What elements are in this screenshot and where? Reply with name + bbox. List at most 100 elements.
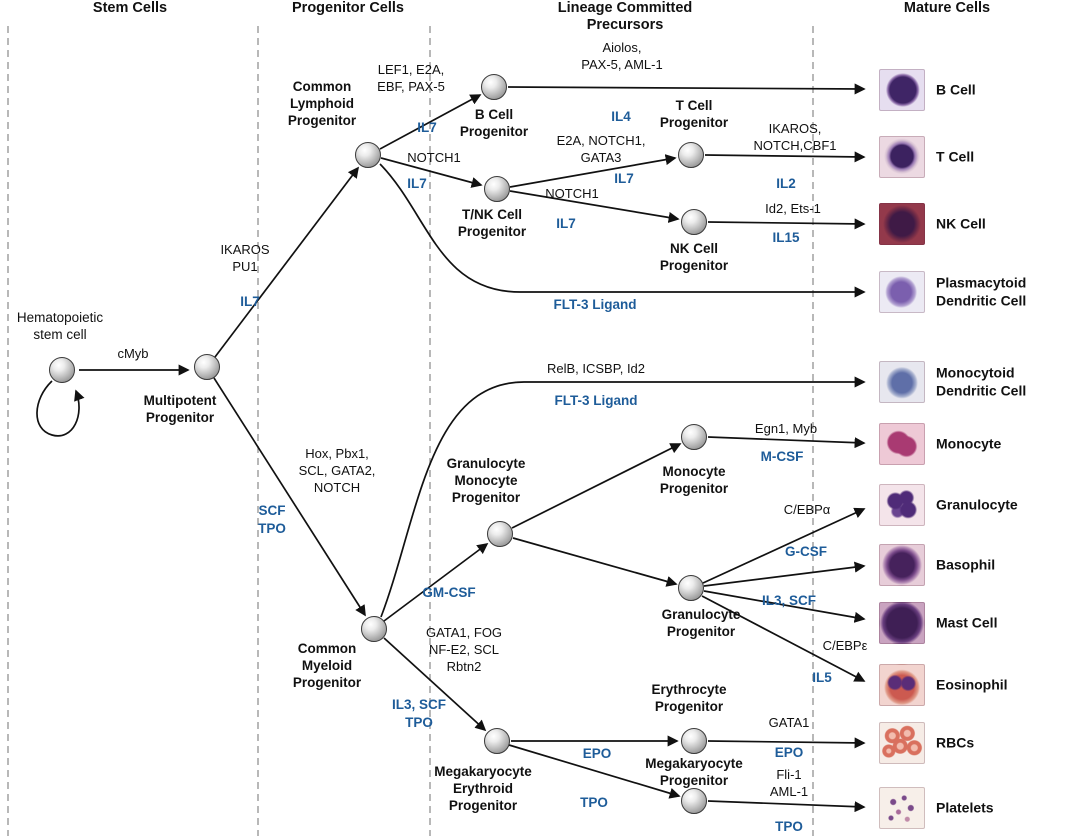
column-header-stem-cells: Stem Cells: [92, 0, 168, 16]
cytokine-label-il7-tnk-tcp: IL7: [614, 171, 634, 186]
node-label-common-myeloid-progenitor: Common Myeloid Progenitor: [292, 641, 362, 691]
node-common-lymphoid-progenitor: [355, 142, 381, 168]
tf-label-lef1-e2a-ebf-pax5: LEF1, E2A, EBF, PAX-5: [377, 62, 445, 95]
arrow-cmp-to-monocytoid-dc: [380, 376, 866, 618]
mature-label-b-cell: B Cell: [936, 81, 976, 98]
node-label-megakaryocyte-erythroid-progenitor: Megakaryocyte Erythroid Progenitor: [434, 764, 532, 814]
arrow-cmp-to-mep: [383, 637, 487, 732]
node-label-t-cell-progenitor: T Cell Progenitor: [659, 98, 729, 131]
node-megakaryocyte-progenitor: [681, 788, 707, 814]
cytokine-label-scf-tpo: SCF TPO: [258, 503, 286, 536]
mature-label-plasmacytoid-dendritic-cell: Plasmacytoid Dendritic Cell: [936, 274, 1027, 309]
cytokine-label-tpo-platelets: TPO: [775, 819, 803, 834]
mature-image-mast-cell: [879, 602, 925, 644]
node-hematopoietic-stem-cell: [49, 357, 75, 383]
mature-label-platelets: Platelets: [936, 799, 994, 816]
tf-label-notch1-tnk: NOTCH1: [407, 150, 461, 165]
tf-label-egn1-myb: Egn1, Myb: [754, 421, 818, 436]
mature-image-t-cell: [879, 136, 925, 178]
node-label-multipotent-progenitor: Multipotent Progenitor: [143, 393, 217, 426]
cytokine-label-il3-scf: IL3, SCF: [761, 593, 817, 608]
arrow-monocyte-progenitor-to-monocyte: [707, 436, 866, 449]
arrow-granulocyte-progenitor-to-eosinophil: [701, 595, 866, 682]
cytokine-label-m-csf: M-CSF: [760, 449, 804, 464]
mature-label-monocyte: Monocyte: [936, 435, 1002, 452]
cytokine-label-il4: IL4: [611, 109, 631, 124]
cytokine-label-epo-rbc: EPO: [774, 745, 804, 760]
mature-label-granulocyte: Granulocyte: [936, 496, 1018, 513]
mature-image-monocyte: [879, 423, 925, 465]
mature-image-plasmacytoid-dendritic-cell: [879, 271, 925, 313]
cytokine-label-flt3-ligand-mdc: FLT-3 Ligand: [554, 393, 638, 408]
node-label-megakaryocyte-progenitor: Megakaryocyte Progenitor: [645, 756, 743, 789]
node-label-hematopoietic-stem-cell: Hematopoietic stem cell: [16, 310, 104, 343]
node-granulocyte-progenitor: [678, 575, 704, 601]
node-nk-cell-progenitor: [681, 209, 707, 235]
tf-label-hox-pbx1-scl-gata2-notch: Hox, Pbx1, SCL, GATA2, NOTCH: [298, 446, 376, 496]
mature-label-t-cell: T Cell: [936, 148, 975, 165]
node-granulocyte-monocyte-progenitor: [487, 521, 513, 547]
mature-label-monocytoid-dendritic-cell: Monocytoid Dendritic Cell: [936, 364, 1027, 399]
node-label-nk-cell-progenitor: NK Cell Progenitor: [659, 241, 729, 274]
cytokine-label-il7-mpp-clp: IL7: [240, 294, 260, 309]
node-label-b-cell-progenitor: B Cell Progenitor: [459, 107, 529, 140]
tf-label-cmyb: cMyb: [117, 346, 149, 361]
column-header-progenitor-cells: Progenitor Cells: [292, 0, 404, 16]
arrow-nkp-to-nkcell: [707, 218, 866, 230]
tf-label-cebp-alpha: C/EBPα: [783, 502, 831, 517]
arrow-hsc-self-renewal: [36, 380, 85, 437]
cytokine-label-il3-scf-tpo: IL3, SCF TPO: [391, 697, 447, 730]
arrow-erythrocyte-progenitor-to-rbcs: [707, 737, 866, 749]
mature-label-nk-cell: NK Cell: [936, 215, 986, 232]
cytokine-label-il7-clp-tnk: IL7: [407, 176, 427, 191]
tf-label-aiolos-pax5-aml1: Aiolos, PAX-5, AML-1: [581, 40, 663, 73]
mature-label-mast-cell: Mast Cell: [936, 614, 998, 631]
arrow-granulocyte-progenitor-to-granulocyte: [702, 507, 866, 584]
arrow-mpp-to-cmp: [213, 377, 366, 617]
node-erythrocyte-progenitor: [681, 728, 707, 754]
arrow-granulocyte-progenitor-to-basophil: [703, 561, 866, 587]
node-megakaryocyte-erythroid-progenitor: [484, 728, 510, 754]
mature-label-eosinophil: Eosinophil: [936, 676, 1008, 693]
node-t-nk-cell-progenitor: [484, 176, 510, 202]
cytokine-label-tpo-mep-mkp: TPO: [580, 795, 608, 810]
arrow-granulocyte-progenitor-to-mast-cell: [703, 590, 866, 623]
cytokine-label-gm-csf: GM-CSF: [422, 585, 476, 600]
tf-label-cebp-epsilon: C/EBPε: [822, 638, 868, 653]
arrow-tnk-to-tcp: [509, 154, 677, 188]
node-label-granulocyte-monocyte-progenitor: Granulocyte Monocyte Progenitor: [446, 456, 526, 506]
cytokine-label-il2: IL2: [776, 176, 796, 191]
node-t-cell-progenitor: [678, 142, 704, 168]
column-header-mature-cells: Mature Cells: [903, 0, 991, 16]
tf-label-fli1-aml1: Fli-1 AML-1: [769, 767, 809, 800]
arrow-mpp-to-clp: [214, 166, 360, 358]
node-monocyte-progenitor: [681, 424, 707, 450]
mature-label-basophil: Basophil: [936, 556, 996, 573]
arrow-tcp-to-tcell: [704, 151, 866, 163]
node-label-monocyte-progenitor: Monocyte Progenitor: [659, 464, 729, 497]
mature-image-rbcs: [879, 722, 925, 764]
mature-image-platelets: [879, 787, 925, 829]
arrow-clp-to-plasmacytoid-dc: [379, 163, 866, 298]
mature-image-nk-cell: [879, 203, 925, 245]
tf-label-e2a-notch1-gata3: E2A, NOTCH1, GATA3: [556, 133, 646, 166]
tf-label-gata1-erythrocyte: GATA1: [768, 715, 810, 730]
arrow-tnk-to-nkp: [509, 190, 680, 223]
arrow-cmp-to-gmp: [383, 543, 489, 622]
cytokine-label-flt3-ligand-pdc: FLT-3 Ligand: [553, 297, 637, 312]
tf-label-id2-ets1: Id2, Ets-1: [765, 201, 821, 216]
mature-image-b-cell: [879, 69, 925, 111]
arrow-clp-to-bcp: [379, 94, 482, 150]
mature-image-granulocyte: [879, 484, 925, 526]
node-label-granulocyte-progenitor: Granulocyte Progenitor: [661, 607, 741, 640]
tf-label-notch1-nkp: NOTCH1: [545, 186, 599, 201]
mature-image-eosinophil: [879, 664, 925, 706]
arrow-gmp-to-monocyte-progenitor: [511, 443, 682, 529]
node-label-erythrocyte-progenitor: Erythrocyte Progenitor: [651, 682, 727, 715]
cytokine-label-il15: IL15: [772, 230, 800, 245]
arrow-bcp-to-bcell: [507, 83, 866, 95]
cytokine-label-il7-tnk-nkp: IL7: [556, 216, 576, 231]
mature-image-monocytoid-dendritic-cell: [879, 361, 925, 403]
